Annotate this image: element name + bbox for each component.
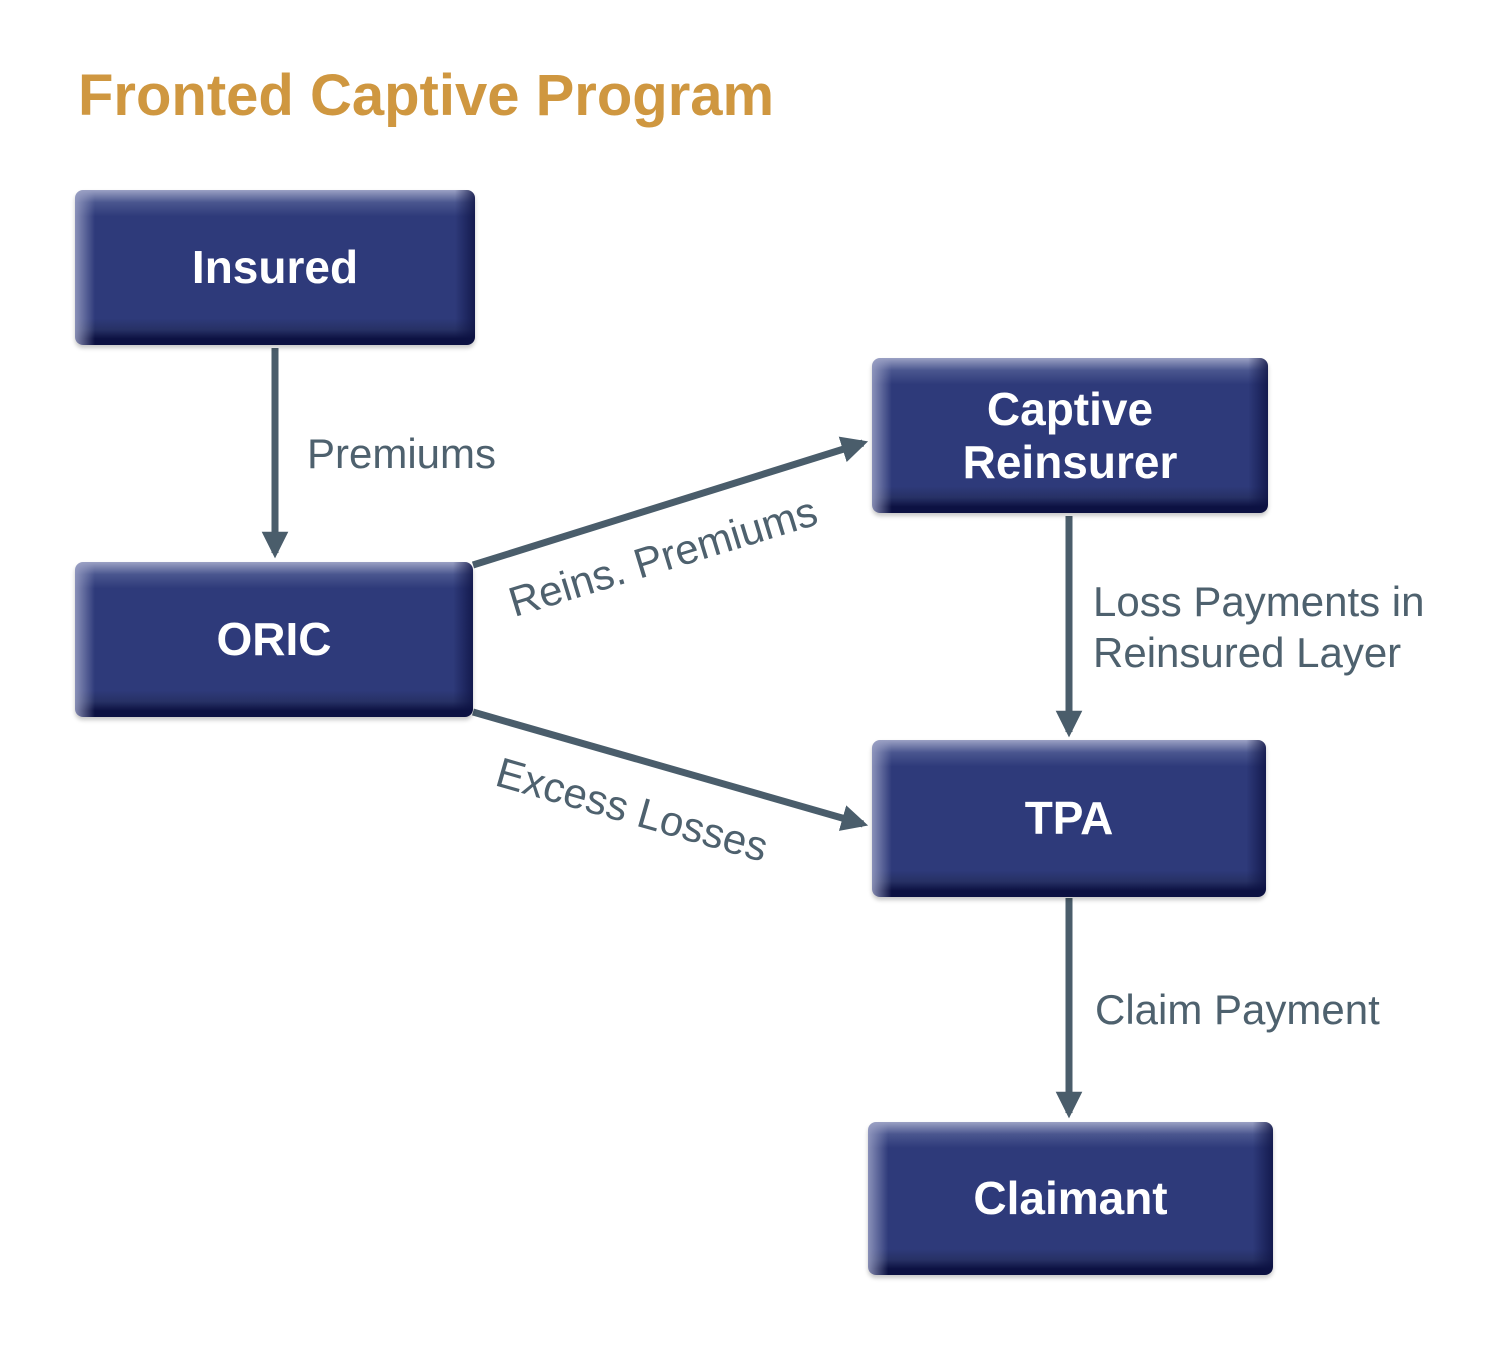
node-claimant: Claimant xyxy=(868,1122,1273,1275)
node-tpa-label: TPA xyxy=(1024,792,1114,845)
edge-label-excess-losses: Excess Losses xyxy=(491,748,774,871)
edge-label-reins-premiums: Reins. Premiums xyxy=(503,487,823,626)
node-insured-label: Insured xyxy=(191,241,359,294)
page-title: Fronted Captive Program xyxy=(78,63,775,128)
edge-label-premiums: Premiums xyxy=(307,430,497,477)
edge-label-loss-payments: Loss Payments in Reinsured Layer xyxy=(1093,578,1425,677)
node-oric-label: ORIC xyxy=(216,613,332,666)
node-claimant-label: Claimant xyxy=(973,1172,1168,1225)
node-insured: Insured xyxy=(75,190,475,345)
node-captive-reinsurer-label: Captive Reinsurer xyxy=(962,382,1178,488)
node-tpa: TPA xyxy=(872,740,1266,897)
edge-label-claim-payment: Claim Payment xyxy=(1095,986,1380,1033)
node-captive-reinsurer: Captive Reinsurer xyxy=(872,358,1268,513)
node-oric: ORIC xyxy=(75,562,473,717)
